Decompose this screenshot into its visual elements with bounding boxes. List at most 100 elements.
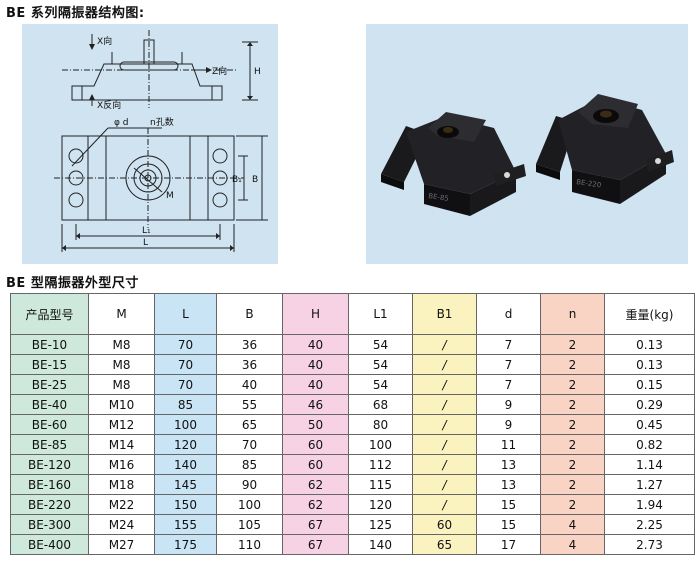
table-cell: M12 (88, 414, 155, 435)
table-cell: 2 (540, 354, 605, 375)
table-cell: BE-300 (10, 514, 89, 535)
table-cell: 67 (282, 534, 349, 555)
table-cell: 150 (154, 494, 217, 515)
table-cell: 2 (540, 494, 605, 515)
label-phi-d: φ d (114, 118, 129, 128)
table-cell: 120 (154, 434, 217, 455)
table-cell: BE-85 (10, 434, 89, 455)
mount-hole (68, 192, 84, 208)
table-cell: 68 (348, 394, 413, 415)
label-L: L (143, 238, 148, 248)
table-cell: 4 (540, 534, 605, 555)
table-cell: 60 (282, 434, 349, 455)
label-H: H (254, 67, 261, 77)
table-cell: M22 (88, 494, 155, 515)
label-B1: B₁ (232, 175, 242, 185)
table-cell: / (412, 454, 477, 475)
table-cell: 40 (282, 374, 349, 395)
table-cell: M18 (88, 474, 155, 495)
structure-title: BE 系列隔振器结构图: (6, 6, 145, 21)
table-cell: 62 (282, 474, 349, 495)
column-header: H (282, 293, 349, 335)
table-cell: 110 (216, 534, 283, 555)
table-cell: 36 (216, 354, 283, 375)
table-cell: 60 (282, 454, 349, 475)
table-cell: M14 (88, 434, 155, 455)
table-cell: 100 (348, 434, 413, 455)
table-cell: M8 (88, 334, 155, 355)
table-cell: 62 (282, 494, 349, 515)
product-photo-svg: BE-85 BE-220 (381, 94, 674, 216)
table-cell: BE-120 (10, 454, 89, 475)
table-cell: 4 (540, 514, 605, 535)
table-cell: 2.25 (604, 514, 695, 535)
label-x-reverse: X反向 (97, 99, 121, 111)
table-cell: M8 (88, 354, 155, 375)
arrow-up-icon (89, 94, 95, 100)
table-cell: 120 (348, 494, 413, 515)
table-cell: 2.73 (604, 534, 695, 555)
table-cell: / (412, 394, 477, 415)
table-cell: 112 (348, 454, 413, 475)
table-cell: 140 (348, 534, 413, 555)
table-cell: 46 (282, 394, 349, 415)
mount-hole (212, 148, 228, 164)
table-cell: 9 (476, 394, 541, 415)
mount-left: BE-85 (381, 112, 526, 216)
table-cell: 55 (216, 394, 283, 415)
table-cell: 0.29 (604, 394, 695, 415)
table-cell: M24 (88, 514, 155, 535)
table-cell: 50 (282, 414, 349, 435)
table-cell: 70 (216, 434, 283, 455)
mount-right: BE-220 (536, 94, 674, 204)
table-cell: 13 (476, 474, 541, 495)
table-cell: 0.45 (604, 414, 695, 435)
table-cell: 2 (540, 374, 605, 395)
arrow-right-icon (206, 67, 212, 73)
dimensions-title: BE 型隔振器外型尺寸 (6, 276, 139, 291)
product-photo: BE-85 BE-220 (366, 24, 688, 264)
table-cell: 67 (282, 514, 349, 535)
table-cell: 70 (154, 374, 217, 395)
table-cell: 7 (476, 334, 541, 355)
table-cell: / (412, 474, 477, 495)
table-cell: 9 (476, 414, 541, 435)
table-cell: 100 (216, 494, 283, 515)
table-cell: 7 (476, 354, 541, 375)
table-cell: 115 (348, 474, 413, 495)
table-cell: 2 (540, 334, 605, 355)
table-cell: BE-15 (10, 354, 89, 375)
column-header: L (154, 293, 217, 335)
side-view-outline (71, 63, 223, 101)
mount-hole (68, 148, 84, 164)
table-cell: 155 (154, 514, 217, 535)
table-cell: 1.14 (604, 454, 695, 475)
table-cell: 7 (476, 374, 541, 395)
column-header: d (476, 293, 541, 335)
table-cell: 11 (476, 434, 541, 455)
table-cell: 1.27 (604, 474, 695, 495)
table-cell: 15 (476, 514, 541, 535)
column-header: B (216, 293, 283, 335)
table-cell: 40 (282, 354, 349, 375)
table-cell: 100 (154, 414, 217, 435)
part-mark-right: BE-220 (576, 178, 602, 189)
table-cell: 140 (154, 454, 217, 475)
column-header: n (540, 293, 605, 335)
table-cell: 85 (216, 454, 283, 475)
label-L1: L₁ (142, 226, 151, 236)
table-cell: 2 (540, 454, 605, 475)
table-cell: M8 (88, 374, 155, 395)
column-header: 产品型号 (10, 293, 89, 335)
table-cell: 2 (540, 414, 605, 435)
column-header: B1 (412, 293, 477, 335)
part-mark-left: BE-85 (428, 192, 450, 203)
table-cell: 36 (216, 334, 283, 355)
table-cell: 1.94 (604, 494, 695, 515)
label-B: B (252, 175, 258, 185)
